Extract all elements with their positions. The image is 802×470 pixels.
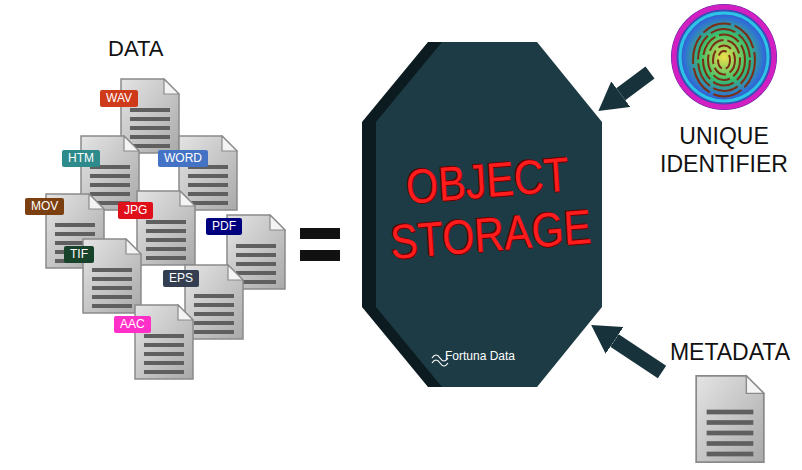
block-arrow — [621, 72, 650, 94]
file-type-tag: WAV — [100, 90, 138, 107]
metadata-node: METADATA — [662, 338, 798, 464]
file-type-tag: WORD — [158, 150, 208, 167]
file-type-tag: TIF — [64, 246, 94, 263]
file-type-tag: HTM — [62, 150, 100, 167]
file-type-tag: JPG — [118, 202, 153, 219]
file-type-tag: EPS — [163, 270, 199, 287]
storage-title: OBJECT STORAGE — [379, 145, 600, 270]
watermark: Fortuna Data — [445, 349, 515, 363]
unique-identifier-node: UNIQUE IDENTIFIER — [650, 2, 798, 178]
group-heading: DATA — [108, 36, 163, 62]
node-label: METADATA — [662, 338, 798, 366]
block-arrow — [615, 340, 662, 372]
object-storage-octagon: OBJECT STORAGE — [362, 42, 602, 387]
node-label: UNIQUE IDENTIFIER — [650, 122, 798, 178]
file-icons — [46, 79, 285, 379]
file-type-tag: AAC — [114, 316, 151, 333]
file-type-tag: MOV — [25, 198, 64, 215]
file-type-tag: PDF — [206, 218, 242, 235]
fingerprint-icon — [669, 2, 779, 112]
equals-sign — [300, 228, 340, 261]
metadata-document-icon — [695, 374, 765, 464]
